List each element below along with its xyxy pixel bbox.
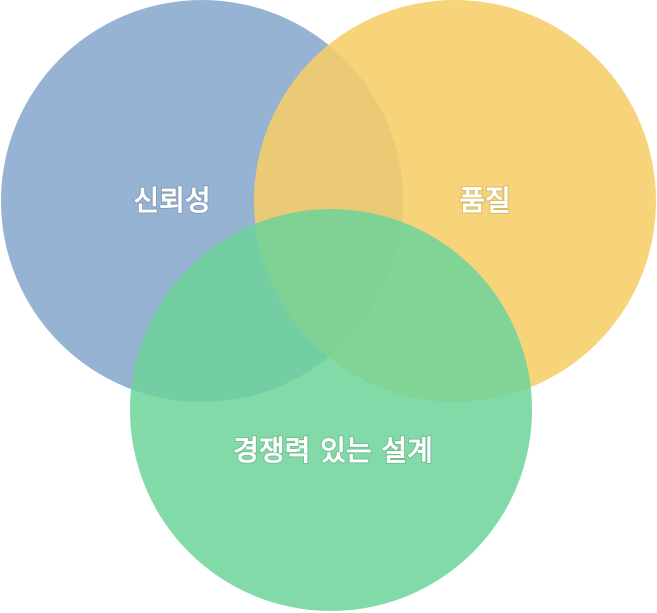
quality-label: 품질 xyxy=(459,184,511,217)
venn-labels: 신뢰성 품질 경쟁력 있는 설계 xyxy=(132,183,511,468)
competitive-design-label: 경쟁력 있는 설계 xyxy=(233,434,433,467)
competitive-design-circle xyxy=(130,209,532,611)
reliability-label: 신뢰성 xyxy=(133,184,210,217)
